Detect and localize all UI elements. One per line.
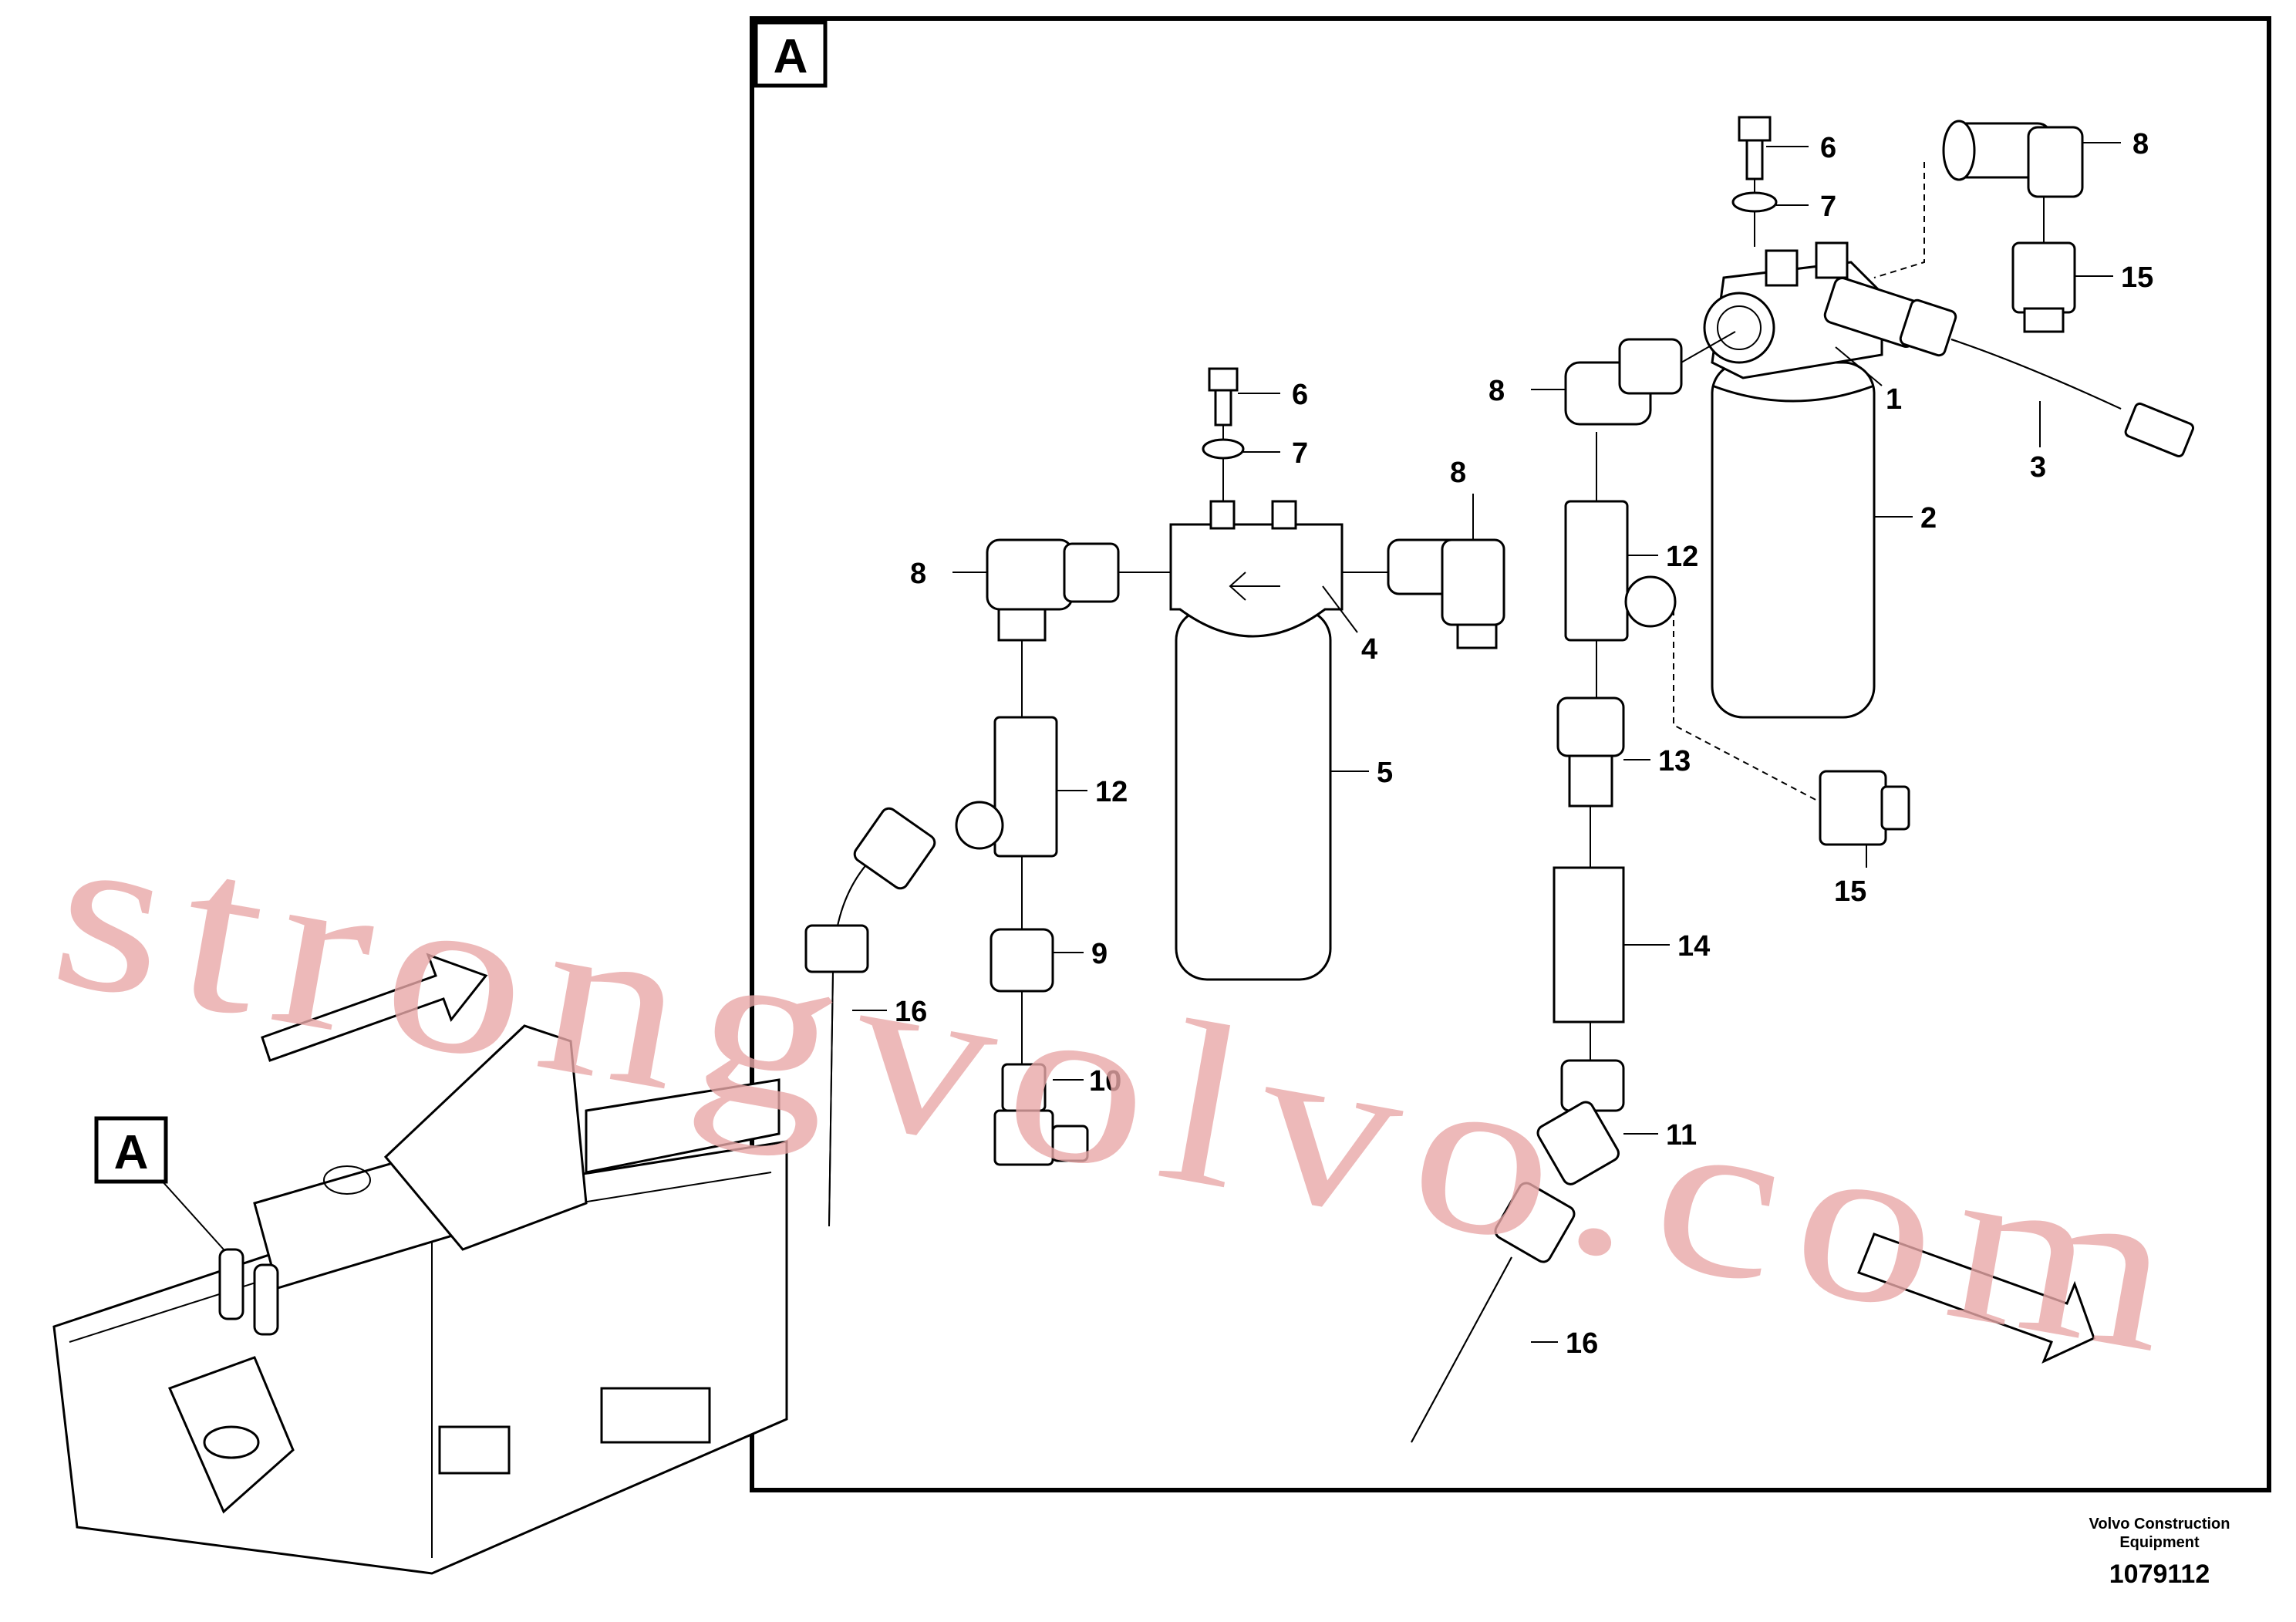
callout-4: 4: [1361, 633, 1377, 666]
callout-labels: 6 7 8 15 8 1 3 2 12 13 15 14 11 16 6 7 8…: [895, 128, 2153, 1360]
detail-frame-letter: A: [774, 30, 808, 83]
connection-lines: [1021, 162, 2045, 1064]
callout-7-upper: 7: [1820, 191, 1836, 223]
callout-6-left: 6: [1292, 379, 1308, 411]
publisher-line-2: Equipment: [2119, 1534, 2200, 1551]
callout-16-upper: 16: [895, 996, 927, 1028]
callout-7-left: 7: [1292, 437, 1308, 470]
callout-6-upper: 6: [1820, 132, 1836, 164]
callout-12-left: 12: [1095, 776, 1128, 808]
left-filter-assembly: [986, 367, 1505, 981]
callout-16-lower: 16: [1566, 1327, 1598, 1360]
document-number: 1079112: [2109, 1560, 2210, 1589]
detail-frame: [750, 16, 2271, 1492]
callout-9: 9: [1091, 938, 1108, 970]
publisher-line-1: Volvo Construction: [2089, 1516, 2230, 1533]
callout-15-upper: 15: [2121, 261, 2153, 294]
callout-leaders: [852, 142, 2121, 1343]
direction-arrow-overview: [261, 953, 488, 1062]
callout-14: 14: [1677, 930, 1710, 963]
callout-10: 10: [1089, 1065, 1121, 1098]
left-fitting-stack: [804, 716, 1089, 1227]
overview-drawing: [52, 1024, 788, 1575]
direction-arrow-detail: [1857, 1233, 2095, 1364]
callout-12-right: 12: [1666, 541, 1698, 573]
callout-1: 1: [1886, 383, 1902, 416]
callout-3: 3: [2030, 451, 2046, 484]
callout-8-right-mid: 8: [1489, 375, 1505, 407]
callout-8-top-right: 8: [2132, 128, 2149, 160]
right-fitting-stack: [1411, 116, 2084, 1443]
right-filter-assembly: [1703, 241, 2195, 719]
detail-frame-label-box: [754, 20, 828, 88]
callout-5: 5: [1377, 757, 1393, 789]
callout-2: 2: [1920, 502, 1937, 534]
callout-8-left: 8: [910, 558, 926, 590]
callout-13: 13: [1658, 745, 1691, 777]
overview-frame-label-box: [94, 1116, 168, 1184]
overview-frame-letter: A: [114, 1126, 149, 1179]
callout-11: 11: [1666, 1119, 1697, 1152]
callout-8-center: 8: [1450, 457, 1466, 489]
callout-15-lower: 15: [1834, 875, 1866, 908]
